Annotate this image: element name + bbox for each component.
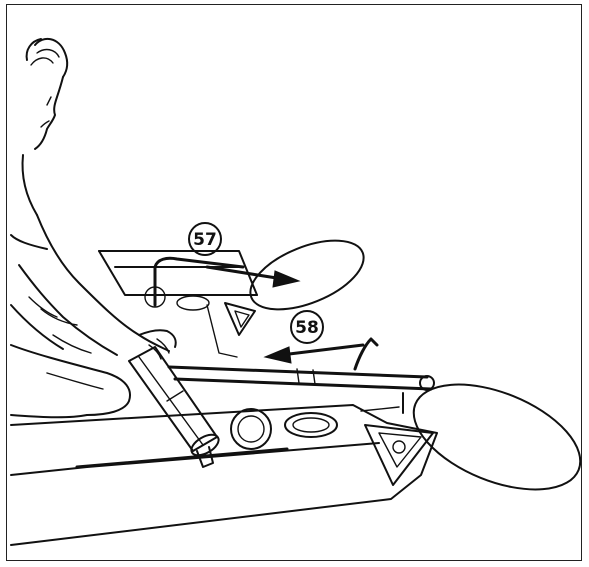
cylinder-pole [129, 347, 222, 467]
callout-58-label: 58 [295, 318, 319, 338]
person-figure [11, 39, 176, 417]
arrow-58 [265, 345, 363, 363]
stretcher-upper-position [99, 227, 373, 357]
illustration-frame: 57 58 [6, 4, 582, 561]
callout-57-label: 57 [193, 230, 217, 250]
line-drawing: 57 58 [7, 5, 582, 561]
callout-58: 58 [291, 311, 323, 343]
